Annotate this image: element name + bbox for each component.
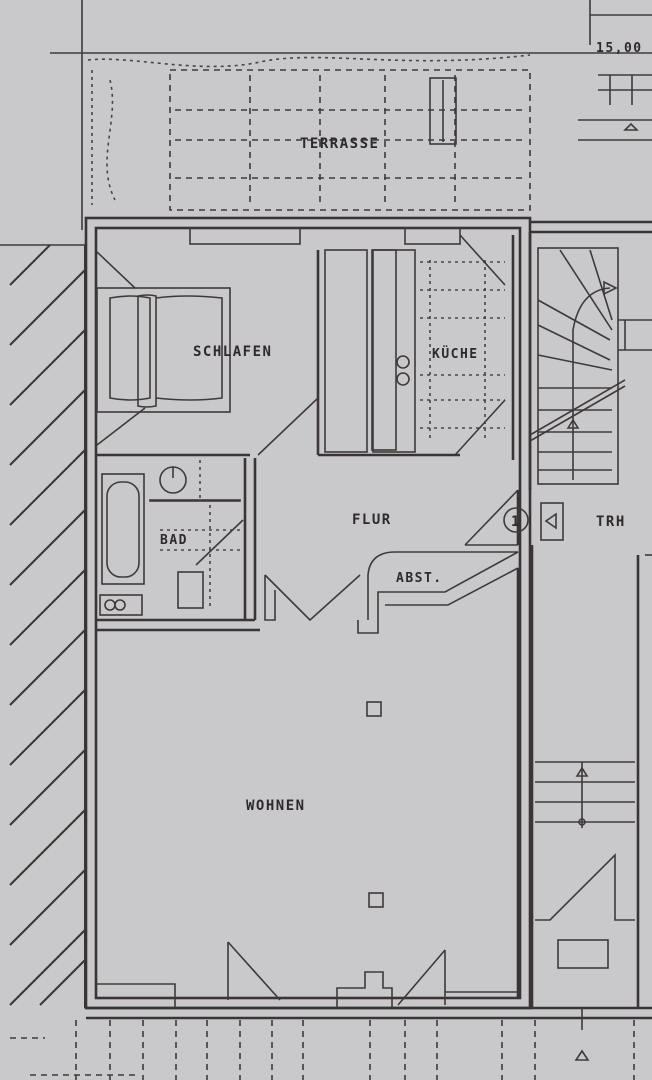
room-label-flur: FLUR bbox=[352, 512, 392, 528]
room-label-terrasse: TERRASSE bbox=[300, 136, 379, 152]
room-label-schlafen: SCHLAFEN bbox=[193, 344, 272, 360]
outer-walls bbox=[84, 216, 652, 1020]
hallway bbox=[264, 489, 520, 622]
bedroom bbox=[96, 250, 320, 457]
room-label-bad: BAD bbox=[160, 533, 188, 548]
room-label-wohnen: WOHNEN bbox=[246, 798, 306, 814]
kitchen bbox=[318, 232, 532, 490]
staircase bbox=[529, 247, 652, 485]
terrace-paving bbox=[87, 54, 531, 211]
storage-room bbox=[357, 545, 534, 1008]
living-room bbox=[96, 628, 518, 1008]
unit-marker bbox=[503, 502, 564, 541]
room-label-abst: ABST. bbox=[396, 571, 443, 586]
bathroom bbox=[96, 458, 257, 622]
right-stair-run bbox=[535, 554, 652, 1061]
unit-number-label: 1 bbox=[511, 514, 521, 530]
dimension-label: 15,00 bbox=[596, 41, 643, 56]
room-label-kueche: KÜCHE bbox=[432, 346, 479, 362]
top-dimension-lines bbox=[50, 0, 652, 230]
room-label-trh: TRH bbox=[596, 514, 626, 530]
bottom-paving bbox=[10, 1020, 635, 1080]
